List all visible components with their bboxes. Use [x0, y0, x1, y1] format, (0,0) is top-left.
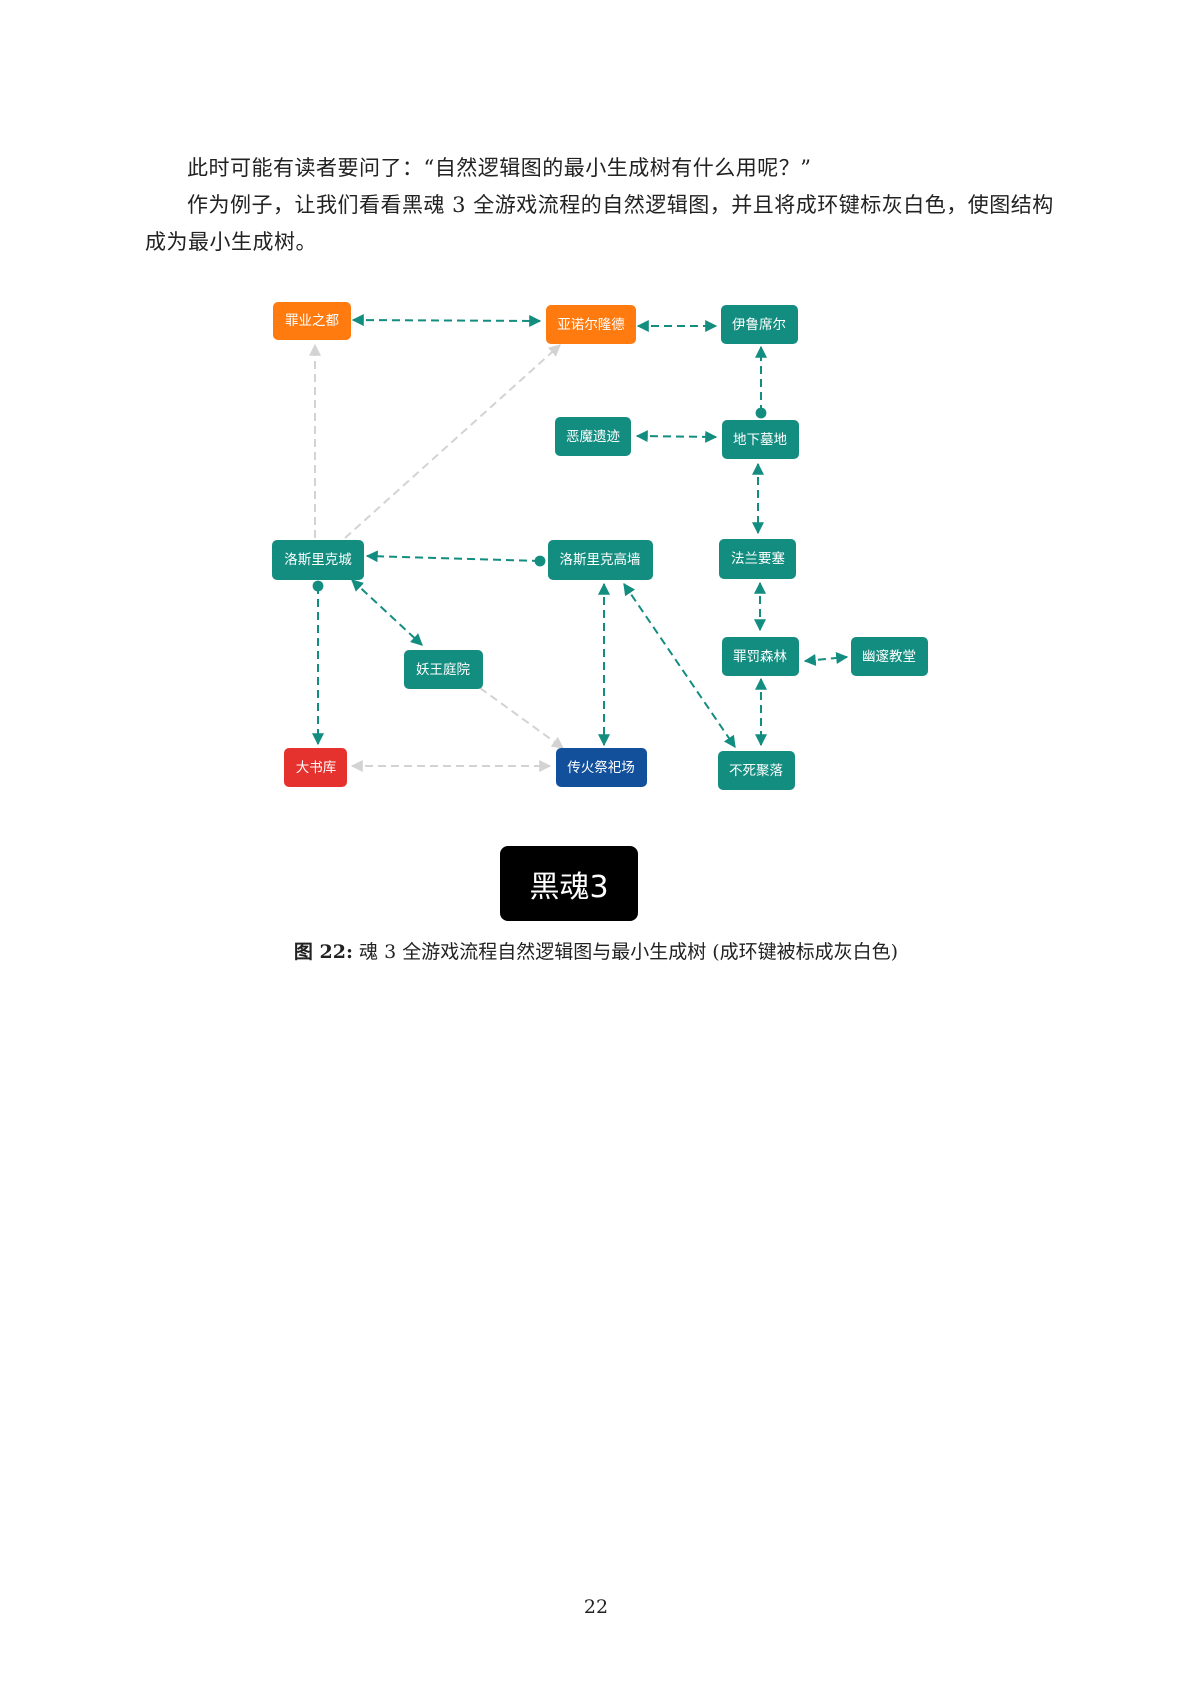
edge-zuiye-yanuoer: [351, 314, 542, 327]
svg-text:罪业之都: 罪业之都: [285, 313, 339, 329]
svg-text:恶魔遗迹: 恶魔遗迹: [566, 429, 620, 445]
page-number: 22: [583, 1596, 609, 1618]
node-chuanhuo: 传火祭祀场: [556, 748, 647, 787]
game-title-badge: 黑魂3: [500, 846, 638, 921]
svg-text:洛斯里克高墙: 洛斯里克高墙: [560, 551, 641, 568]
svg-text:妖王庭院: 妖王庭院: [416, 661, 470, 678]
node-youlan: 幽邃教堂: [851, 637, 928, 676]
node-luosigao: 洛斯里克高墙: [548, 540, 653, 580]
edge-luosigao-busi: [623, 583, 736, 748]
edge-luosi-yaowang: [351, 579, 423, 646]
svg-text:大书库: 大书库: [296, 760, 337, 776]
node-yiluxi: 伊鲁席尔: [721, 305, 798, 344]
svg-text:不死聚落: 不死聚落: [729, 763, 783, 779]
svg-text:亚诺尔隆德: 亚诺尔隆德: [557, 317, 625, 333]
svg-text:传火祭祀场: 传火祭祀场: [567, 760, 635, 776]
edge-luosi-yanuoer: [344, 344, 561, 539]
edge-emo-dixia: [635, 430, 718, 443]
node-busi: 不死聚落: [718, 751, 795, 790]
node-zuiye: 罪业之都: [273, 302, 351, 340]
caption-text: 魂 3 全游戏流程自然逻辑图与最小生成树 (成环键被标成灰白色): [353, 941, 899, 963]
paragraph-2: 作为例子，让我们看看黑魂 3 全游戏流程的自然逻辑图，并且将成环键标灰白色，使图…: [145, 193, 1054, 254]
edge-fafa-youlan: [803, 652, 849, 666]
edge-luosigao-luosi: [365, 550, 546, 567]
node-yaowang: 妖王庭院: [404, 650, 483, 689]
svg-text:法兰要塞: 法兰要塞: [731, 550, 785, 567]
svg-text:地下墓地: 地下墓地: [733, 432, 787, 448]
node-dashu: 大书库: [284, 748, 347, 787]
node-luosi: 洛斯里克城: [272, 540, 364, 580]
svg-text:幽邃教堂: 幽邃教堂: [862, 649, 916, 665]
node-falan: 法兰要塞: [719, 539, 796, 579]
node-yanuoer: 亚诺尔隆德: [546, 305, 636, 344]
caption-label: 图 22:: [293, 941, 353, 963]
svg-text:洛斯里克城: 洛斯里克城: [284, 552, 352, 568]
figure-caption: 图 22: 魂 3 全游戏流程自然逻辑图与最小生成树 (成环键被标成灰白色): [0, 937, 1192, 964]
svg-text:伊鲁席尔: 伊鲁席尔: [732, 317, 786, 333]
paragraph-1: 此时可能有读者要问了：“自然逻辑图的最小生成树有什么用呢？”: [187, 156, 812, 180]
node-dixia: 地下墓地: [722, 420, 799, 459]
edge-yaowang-chuanhuo: [479, 687, 564, 749]
node-emo: 恶魔遗迹: [555, 417, 631, 456]
svg-text:罪罚森林: 罪罚森林: [733, 649, 787, 665]
node-fafa: 罪罚森林: [722, 637, 799, 676]
